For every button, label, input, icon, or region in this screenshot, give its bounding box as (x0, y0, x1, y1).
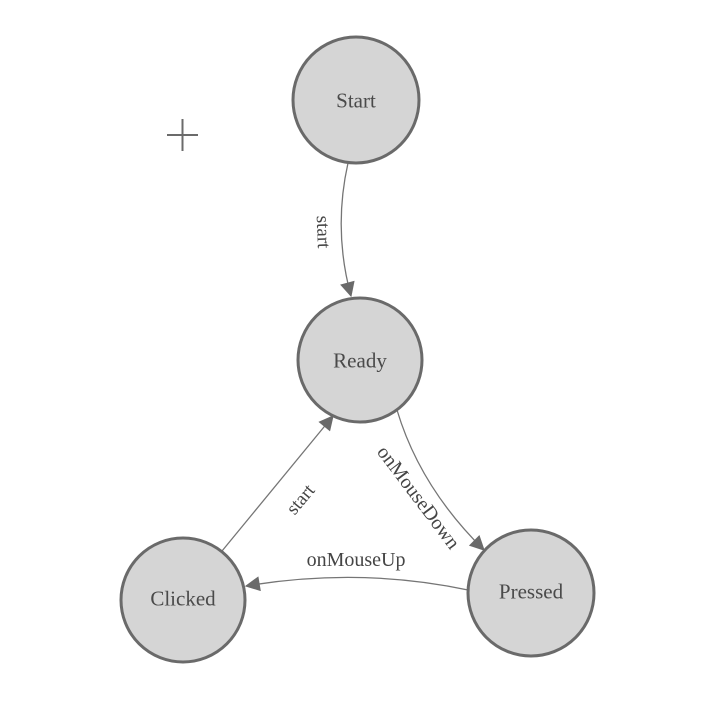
edge-line[interactable] (221, 415, 334, 552)
edge-label-onmousedown: onMouseDown (372, 442, 464, 554)
state-circle-ready[interactable] (296, 296, 424, 424)
state-node-ready[interactable]: Ready (296, 296, 424, 424)
edge-line[interactable] (396, 409, 485, 551)
plus-crosshair-icon (167, 119, 198, 151)
transition-edge-pressed-to-clicked[interactable]: onMouseUp (244, 549, 469, 592)
state-label-ready: Ready (333, 348, 387, 372)
state-label-start: Start (336, 88, 376, 112)
edge-label-start-2: start (282, 480, 320, 519)
state-node-pressed[interactable]: Pressed (466, 528, 596, 658)
state-node-start[interactable]: Start (291, 35, 421, 165)
state-circle-pressed[interactable] (466, 528, 596, 658)
state-label-pressed: Pressed (499, 579, 564, 603)
state-circle-start[interactable] (291, 35, 421, 165)
state-circle-clicked[interactable] (119, 536, 247, 664)
edge-label-start-1: start (312, 215, 334, 249)
state-node-clicked[interactable]: Clicked (119, 536, 247, 664)
transition-edge-start-to-ready[interactable]: start (312, 162, 355, 298)
edge-label-onmouseup: onMouseUp (307, 549, 406, 571)
edge-line[interactable] (340, 162, 355, 298)
state-label-clicked: Clicked (150, 586, 216, 610)
edge-line[interactable] (244, 576, 469, 592)
transition-edge-ready-to-pressed[interactable]: onMouseDown (372, 409, 485, 554)
transition-edge-clicked-to-ready[interactable]: start (221, 415, 334, 552)
